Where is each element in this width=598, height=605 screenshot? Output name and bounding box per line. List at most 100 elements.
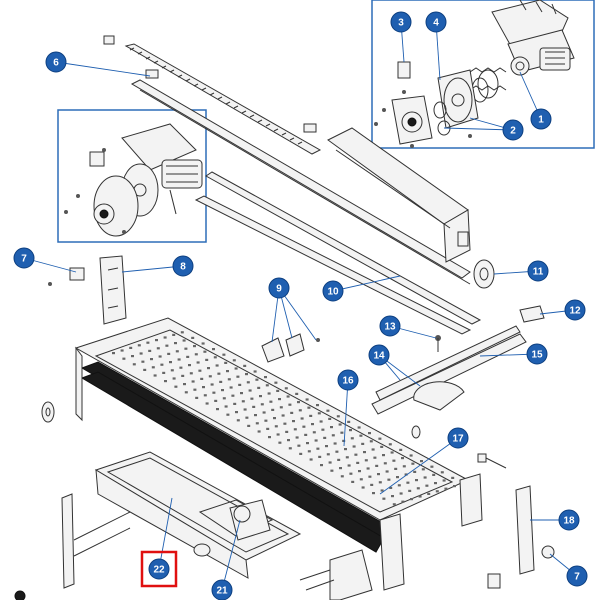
callout-label: 8 <box>180 262 186 273</box>
table-hole <box>131 355 134 358</box>
table-hole <box>316 404 319 407</box>
leader-line-9 <box>278 287 317 341</box>
table-hole <box>184 347 188 350</box>
table-hole <box>234 367 238 370</box>
callout-circle <box>566 565 588 587</box>
table-hole <box>236 419 240 422</box>
table-hole <box>358 470 361 473</box>
table-hole <box>350 437 354 440</box>
table-hole <box>150 358 153 361</box>
table-hole <box>155 339 158 342</box>
table-hole <box>342 439 346 442</box>
table-hole <box>153 374 157 377</box>
table-hole <box>361 442 365 445</box>
callout-label: 10 <box>327 287 339 298</box>
table-hole <box>212 348 215 351</box>
callout-label: 18 <box>563 516 575 527</box>
table-hole <box>250 397 254 400</box>
callout-label: 4 <box>433 18 439 29</box>
table-hole <box>392 503 396 506</box>
table-hole <box>312 431 316 434</box>
table-hole <box>232 359 236 362</box>
table-hole <box>189 372 193 375</box>
table-hole <box>306 442 309 445</box>
table-hole <box>146 341 150 344</box>
table-hole <box>325 445 328 448</box>
table-hole <box>174 342 177 345</box>
leader-line-17 <box>379 437 459 495</box>
table-hole <box>440 471 444 474</box>
callout-circle <box>425 11 447 33</box>
table-hole <box>300 417 304 420</box>
callout-circle <box>564 299 586 321</box>
table-hole <box>380 489 384 492</box>
table-hole <box>368 475 372 478</box>
motor-detail-frame <box>371 0 595 149</box>
table-hole <box>378 481 382 484</box>
table-hole <box>253 370 257 373</box>
table-hole <box>259 395 262 398</box>
table-hole <box>373 456 377 459</box>
motor-assembly-detail <box>374 0 575 148</box>
callout-circle <box>558 509 580 531</box>
table-hole <box>139 352 143 355</box>
table-hole <box>196 361 200 364</box>
table-hole <box>359 434 363 437</box>
table-hole <box>402 465 406 468</box>
table-hole <box>207 367 210 370</box>
callout-label: 15 <box>531 350 543 361</box>
table-hole <box>182 339 186 342</box>
callout-circle <box>148 558 170 580</box>
table-hole <box>286 395 290 398</box>
callout-label: 14 <box>373 351 385 362</box>
table-hole <box>233 402 237 405</box>
table-hole <box>314 439 318 442</box>
table-hole <box>278 441 282 444</box>
table-hole <box>347 420 351 423</box>
table-hole <box>396 476 399 479</box>
callout-circle <box>447 427 469 449</box>
table-hole <box>212 391 216 394</box>
table-hole <box>216 408 219 411</box>
table-hole <box>179 366 183 369</box>
table-hole <box>321 428 325 431</box>
table-hole <box>357 426 361 429</box>
table-hole <box>264 419 268 422</box>
table-hole <box>137 344 141 347</box>
table-hole <box>435 490 439 493</box>
table-hole <box>254 414 257 417</box>
table-hole <box>370 483 374 486</box>
table-hole <box>425 484 429 487</box>
table-hole <box>267 392 271 395</box>
table-hole <box>297 444 301 447</box>
callout-circle <box>172 255 194 277</box>
table-hole <box>363 451 366 454</box>
table-hole <box>389 486 393 489</box>
callout-18: 18 <box>558 509 580 531</box>
table-hole <box>229 386 233 389</box>
table-hole <box>243 408 247 411</box>
table-hole <box>203 350 207 353</box>
angle-guide <box>371 325 527 415</box>
table-hole <box>349 472 353 475</box>
table-hole <box>284 387 288 390</box>
table-hole <box>279 406 283 409</box>
callout-22: 22 <box>148 558 170 580</box>
table-hole <box>183 383 186 386</box>
table-hole <box>302 425 306 428</box>
callout-12: 12 <box>564 299 586 321</box>
callout-circle <box>379 315 401 337</box>
table-hole <box>351 480 355 483</box>
table-hole <box>382 454 385 457</box>
table-hole <box>408 489 412 492</box>
table-hole <box>278 398 281 401</box>
table-hole <box>226 413 230 416</box>
table-hole <box>340 431 344 434</box>
highlight-box <box>140 550 178 588</box>
table-hole <box>195 396 199 399</box>
table-hole <box>243 364 247 367</box>
table-hole <box>170 369 174 372</box>
table-hole <box>411 462 415 465</box>
table-hole <box>203 394 207 397</box>
table-hole <box>368 432 371 435</box>
